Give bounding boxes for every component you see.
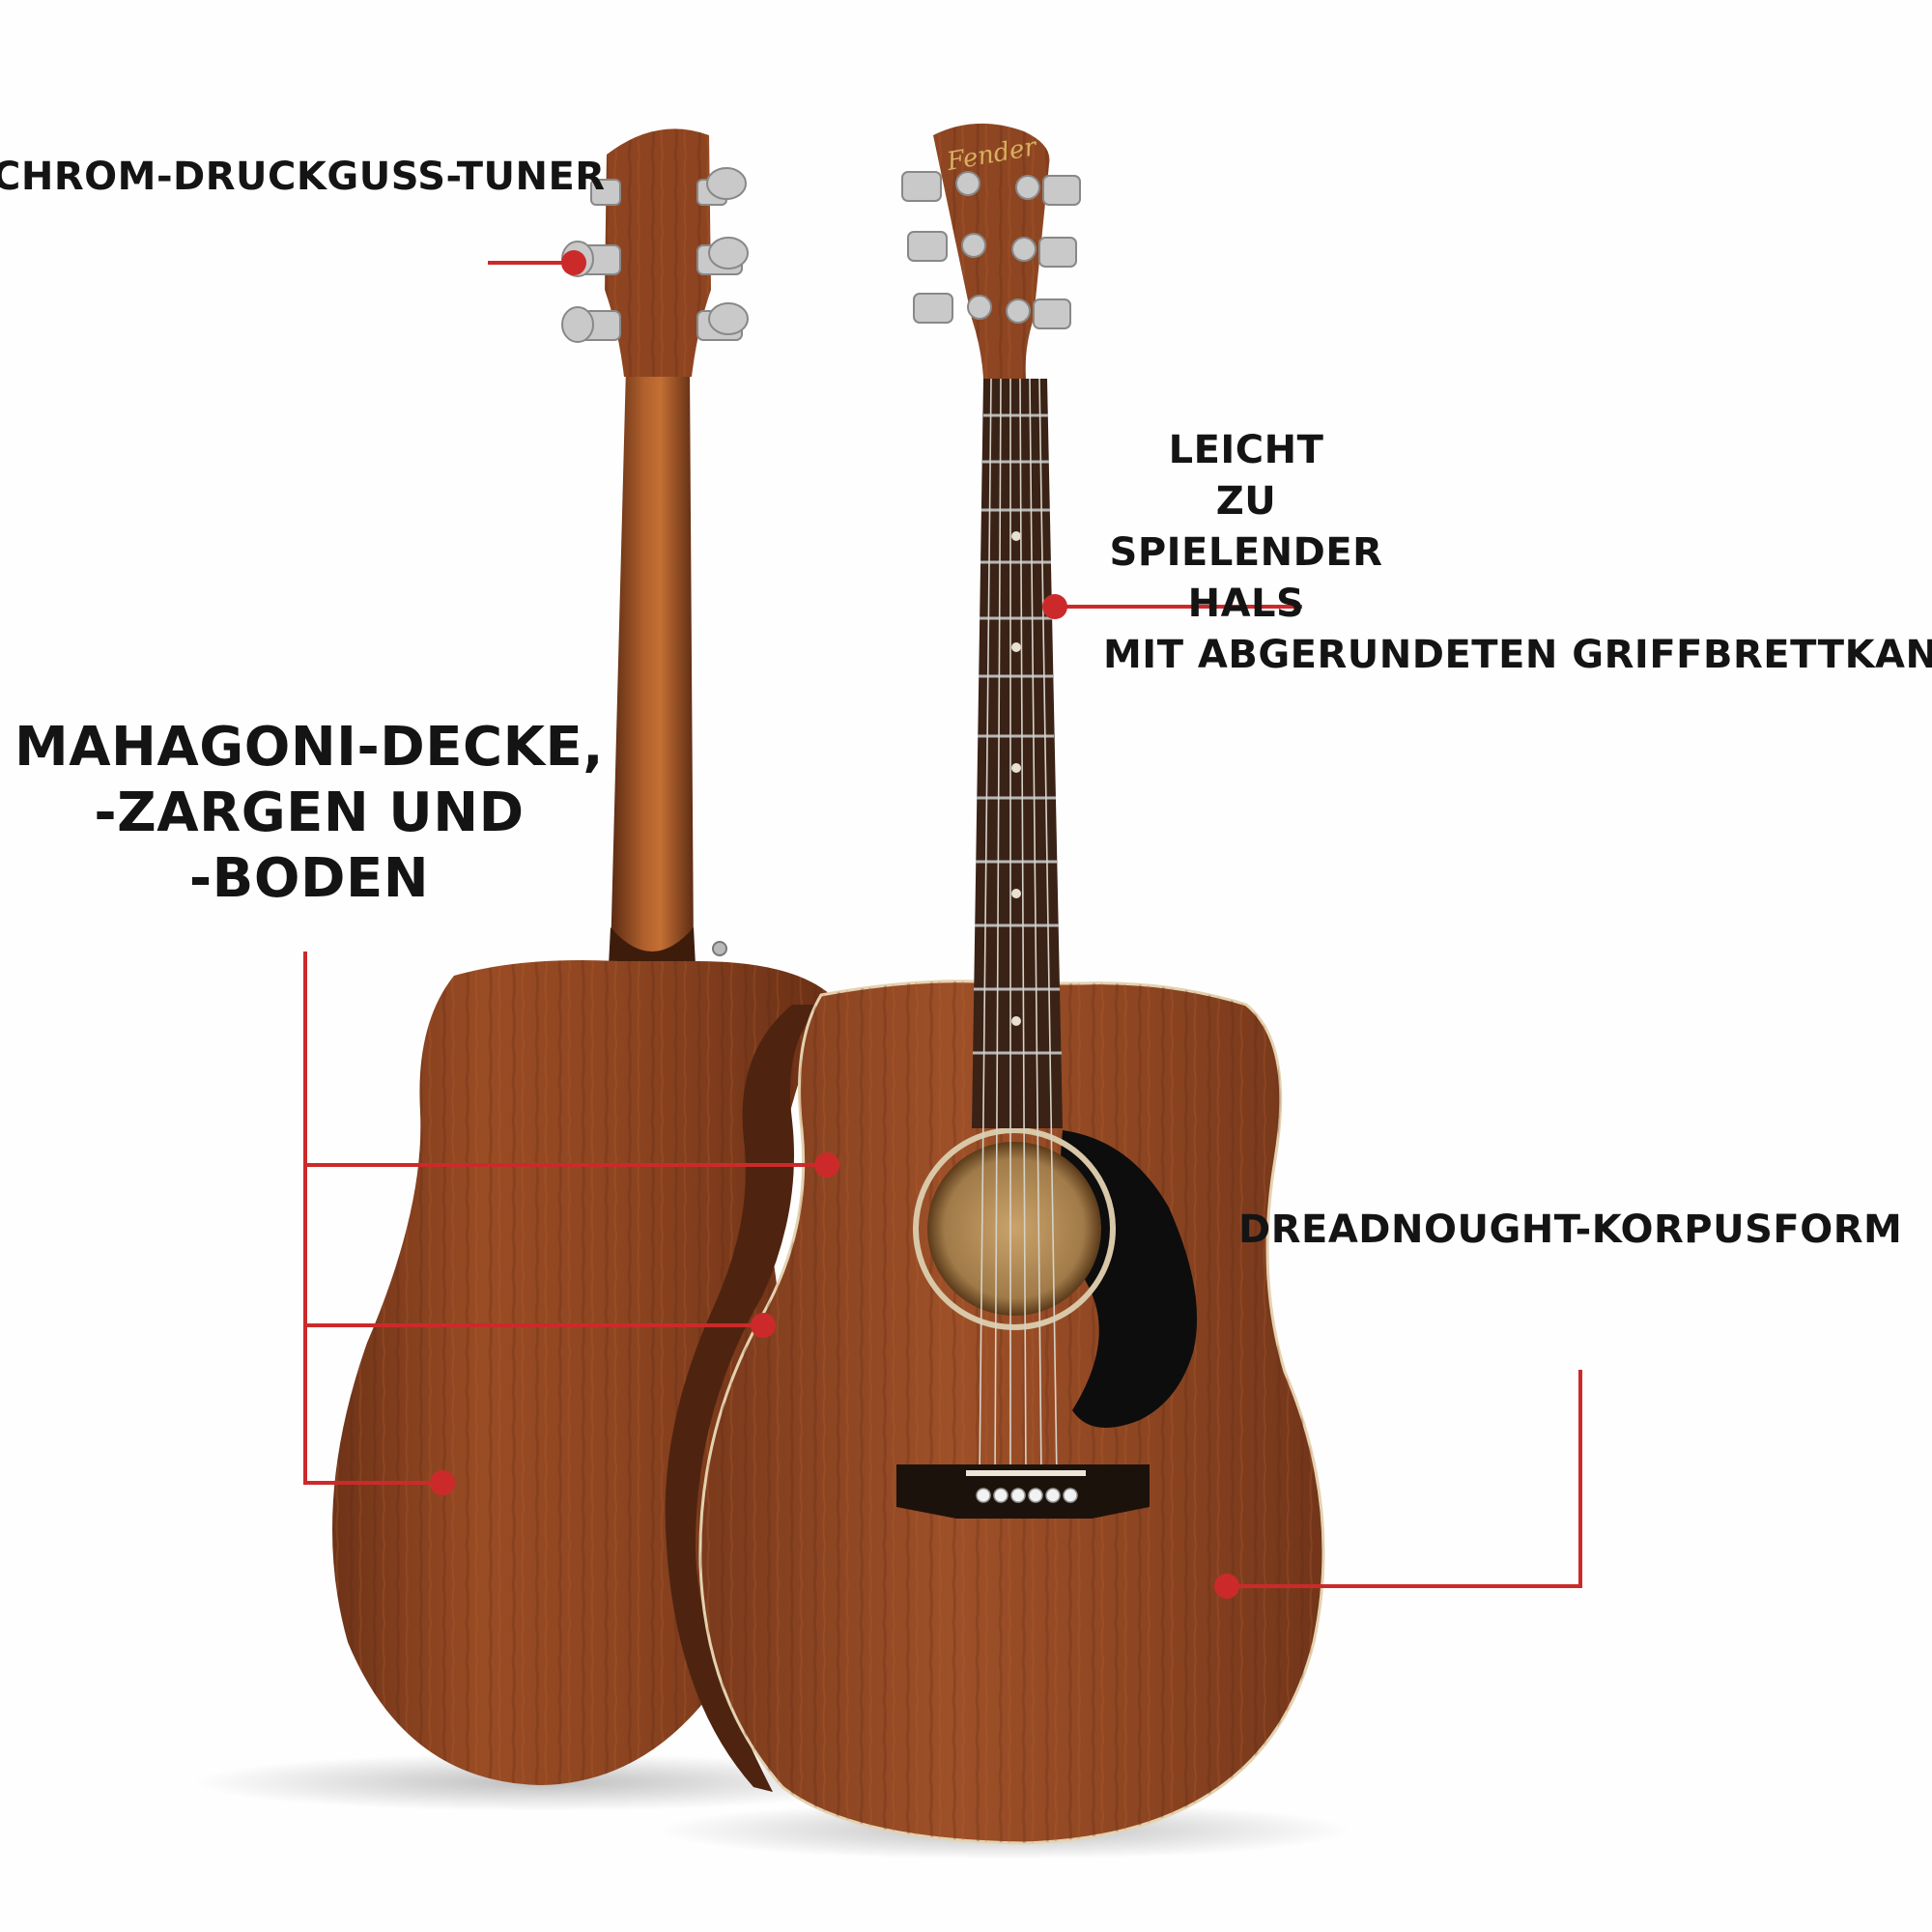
label-tuners: CHROM-DRUCKGUSS-TUNER [0, 155, 606, 199]
callout-dot-tuner [561, 250, 586, 275]
fretboard [972, 379, 1063, 1128]
tuner-pegs-front [901, 171, 1081, 329]
back-neck [611, 367, 694, 956]
tuner-pegs-back [561, 167, 749, 343]
label-neck-line: LEICHT [1168, 428, 1324, 472]
callout-lines [303, 261, 1582, 1588]
label-neck-line: HALS [1187, 582, 1305, 626]
label-wood-line: MAHAGONI-DECKE, [14, 716, 605, 779]
callout-dot-body [1214, 1574, 1239, 1599]
callout-dot-top [814, 1152, 839, 1178]
strings [979, 378, 1058, 1479]
callout-dot-neck [1042, 594, 1067, 619]
sound-hole [927, 1142, 1101, 1316]
label-neck-line: SPIELENDER [1109, 530, 1383, 575]
front-body-side [665, 1005, 821, 1792]
label-neck-line: MIT ABGERUNDETEN GRIFFBRETTKAN [1103, 633, 1932, 677]
fret-markers [1011, 531, 1021, 1026]
neck-heel [609, 927, 696, 966]
label-body-shape: DREADNOUGHT-KORPUSFORM [1238, 1208, 1903, 1252]
callout-dots [430, 250, 1239, 1599]
label-neck-line: ZU [1215, 479, 1277, 524]
label-wood-line: -BODEN [188, 847, 430, 910]
label-wood: MAHAGONI-DECKE, -ZARGEN UND -BODEN [0, 715, 618, 912]
saddle [966, 1470, 1086, 1476]
guitar-front-view: Fender [665, 123, 1325, 1845]
bridge-pins [976, 1488, 1078, 1503]
frets [973, 413, 1062, 1055]
label-neck: LEICHT ZU SPIELENDER HALS MIT ABGERUNDET… [1092, 425, 1932, 681]
rosette [913, 1127, 1116, 1330]
callout-dot-back [430, 1470, 455, 1495]
callout-dot-sides [751, 1313, 776, 1338]
label-wood-line: -ZARGEN UND [94, 781, 525, 844]
